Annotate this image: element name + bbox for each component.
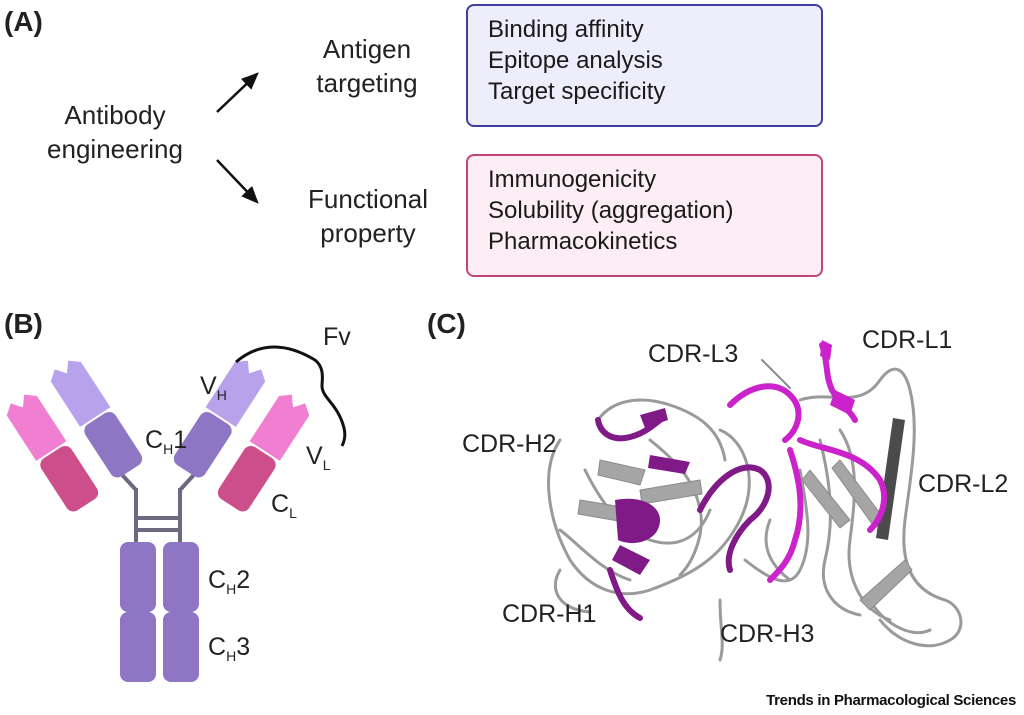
root-node: Antibody engineering xyxy=(30,98,200,166)
antigen-targeting-box: Binding affinity Epitope analysis Target… xyxy=(466,4,823,127)
ch1-suffix: 1 xyxy=(173,426,188,454)
cdr-l2-label: CDR-L2 xyxy=(918,470,1009,498)
cdr-h2-label: CDR-H2 xyxy=(462,430,557,458)
cdr-h1-label: CDR-H1 xyxy=(502,600,597,628)
protein-structure xyxy=(547,340,963,662)
antibody-schematic xyxy=(6,345,347,682)
cdr-h3-loop xyxy=(697,464,772,573)
ch1-domain-left xyxy=(84,411,143,478)
cl-domain-left xyxy=(40,445,99,512)
branch1-line-1: Antigen xyxy=(322,34,412,64)
ch1-main: C xyxy=(145,426,164,454)
cdr-l1-label: CDR-L1 xyxy=(862,326,953,354)
box2-item: Immunogenicity xyxy=(488,166,657,193)
box1-item: Target specificity xyxy=(488,78,666,105)
ch1-label: CH1 xyxy=(145,426,187,457)
branch-antigen-targeting: Antigen targeting xyxy=(292,32,442,100)
ch3-domain-right xyxy=(163,612,199,682)
cl-domain-right xyxy=(217,445,276,512)
cl-label: CL xyxy=(271,490,297,521)
cdr-l3-loop xyxy=(727,383,802,443)
vh-domain-right xyxy=(205,360,266,427)
box1-item: Binding affinity xyxy=(488,16,644,43)
ch2-suffix: 2 xyxy=(236,566,251,594)
arrow-to-functional xyxy=(216,159,259,204)
cdr-h3-label: CDR-H3 xyxy=(720,620,815,648)
box2-item: Solubility (aggregation) xyxy=(488,197,734,224)
box2-item: Pharmacokinetics xyxy=(488,228,678,255)
root-line-1: Antibody xyxy=(64,100,166,130)
cdr-h1-loop xyxy=(607,567,643,621)
branch2-line-1: Functional xyxy=(308,184,428,214)
branch2-line-2: property xyxy=(320,218,416,248)
panel-c-label: (C) xyxy=(427,308,466,339)
vl-main: V xyxy=(306,442,323,470)
journal-footer: Trends in Pharmacological Sciences xyxy=(766,692,1016,709)
ch2-domain-left xyxy=(120,542,156,612)
vh-domain-left xyxy=(50,360,111,427)
branch1-line-2: targeting xyxy=(316,68,418,98)
cl-sub: L xyxy=(289,505,297,521)
ch2-sub: H xyxy=(226,581,237,597)
ch1-sub: H xyxy=(163,441,174,457)
ch3-label: CH3 xyxy=(208,633,250,664)
vl-label: VL xyxy=(306,442,330,473)
cdr-l3-label: CDR-L3 xyxy=(648,340,739,368)
ch3-main: C xyxy=(208,633,227,661)
panel-a-label: (A) xyxy=(4,6,43,37)
vh-main: V xyxy=(200,372,217,400)
ch2-main: C xyxy=(208,566,227,594)
vh-sub: H xyxy=(216,387,227,403)
box1-item: Epitope analysis xyxy=(488,47,663,74)
vl-sub: L xyxy=(322,457,331,473)
vl-domain-right xyxy=(249,394,310,461)
ch2-label: CH2 xyxy=(208,566,250,597)
root-line-2: engineering xyxy=(47,134,183,164)
ch1-domain-right xyxy=(173,411,232,478)
ch3-suffix: 3 xyxy=(236,633,251,661)
functional-property-box: Immunogenicity Solubility (aggregation) … xyxy=(466,154,823,277)
vl-domain-left xyxy=(6,394,67,461)
panel-b-label: (B) xyxy=(4,308,43,339)
cdr-h2-loop xyxy=(595,417,663,442)
ch3-sub: H xyxy=(226,648,237,664)
vh-label: VH xyxy=(200,372,227,403)
fv-brace xyxy=(235,345,347,447)
branch-functional-property: Functional property xyxy=(280,182,456,250)
fv-label: Fv xyxy=(323,323,351,351)
arrow-to-antigen xyxy=(216,72,259,113)
cdr-l2-loop xyxy=(797,437,888,533)
ch2-domain-right xyxy=(163,542,199,612)
cl-main: C xyxy=(271,490,290,518)
ch3-domain-left xyxy=(120,612,156,682)
